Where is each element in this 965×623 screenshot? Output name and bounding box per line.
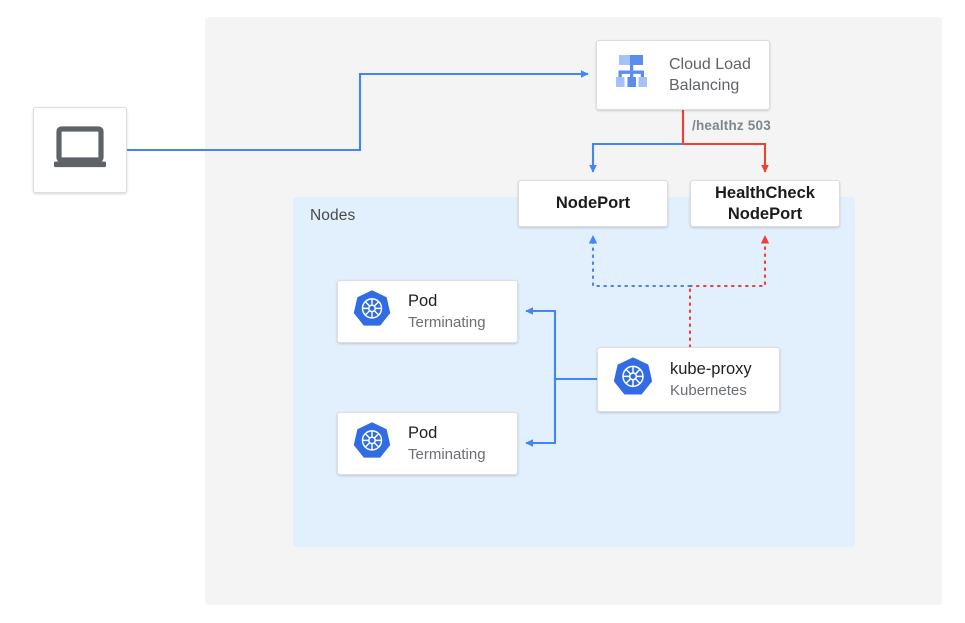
- nodes-group-label: Nodes: [310, 207, 356, 224]
- kubernetes-icon: [352, 289, 392, 334]
- kubernetes-icon: [352, 421, 392, 466]
- pod-node-1-title: Pod: [408, 291, 438, 310]
- healthcheck-nodeport-label-line1: HealthCheck: [715, 183, 815, 202]
- kube-proxy-title: kube-proxy: [670, 359, 752, 378]
- cloud-load-balancing-label-line1: Cloud Load: [669, 56, 751, 73]
- pod-node-2-subtitle: Terminating: [408, 445, 486, 463]
- kube-proxy-subtitle: Kubernetes: [670, 381, 747, 399]
- cloud-load-balancing-icon: [611, 53, 653, 98]
- cloud-load-balancing-node[interactable]: Cloud Load Balancing: [596, 40, 770, 110]
- nodeport-label: NodePort: [555, 194, 631, 212]
- nodeport-node[interactable]: NodePort: [518, 180, 668, 227]
- pod-node-2-text: Pod Terminating: [408, 423, 486, 465]
- pod-node-2-title: Pod: [408, 423, 438, 442]
- kubernetes-icon: [612, 356, 654, 403]
- pod-node-1-subtitle: Terminating: [408, 313, 486, 331]
- pod-node-2[interactable]: Pod Terminating: [337, 412, 518, 475]
- pod-node-1-text: Pod Terminating: [408, 291, 486, 333]
- cloud-load-balancing-label-line2: Balancing: [669, 77, 740, 94]
- kube-proxy-node[interactable]: kube-proxy Kubernetes: [597, 347, 780, 412]
- laptop-icon: [52, 125, 108, 175]
- kube-proxy-text: kube-proxy Kubernetes: [670, 359, 752, 401]
- pod-node-1[interactable]: Pod Terminating: [337, 280, 518, 343]
- healthcheck-nodeport-label-line2: NodePort: [727, 204, 803, 223]
- healthcheck-nodeport-node[interactable]: HealthCheck NodePort: [690, 180, 840, 227]
- healthz-status-label: /healthz 503: [692, 118, 771, 133]
- cloud-load-balancing-label: Cloud Load Balancing: [669, 54, 751, 96]
- client-node[interactable]: [33, 107, 127, 193]
